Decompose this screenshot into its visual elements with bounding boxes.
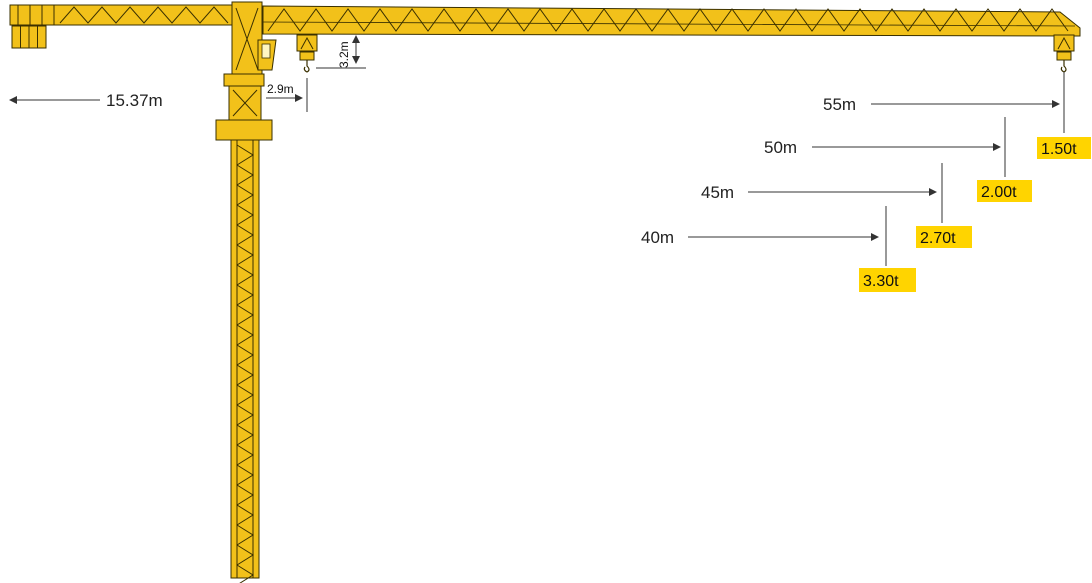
jib-chord [262, 21, 1076, 27]
trolley-offset-label: 2.9m [267, 82, 294, 96]
hook-icon [1060, 60, 1067, 73]
load-badge-bg [977, 180, 1032, 202]
load-value: 1.50t [1041, 141, 1077, 158]
mast-lacing [236, 144, 254, 583]
operator-cab [257, 39, 277, 71]
counterweight [11, 25, 47, 49]
mast-body [230, 139, 260, 579]
mast [230, 139, 260, 583]
jib-lacing [267, 8, 1069, 32]
jib-frame [262, 5, 1081, 37]
load-chart: 55m 1.50t 50m 2.00t 45m 2.70t 40m 3.30t [641, 72, 1091, 292]
trolley-dimensions: 2.9m 3.2m [266, 35, 366, 112]
load-badge-bg [916, 226, 972, 248]
radius-label: 55m [823, 95, 856, 114]
load-row-45m: 45m 2.70t [701, 163, 972, 248]
load-value: 2.70t [920, 230, 956, 247]
load-value: 3.30t [863, 273, 899, 290]
radius-label: 40m [641, 228, 674, 247]
counterjib-lacing [59, 6, 229, 24]
trolley-frame [300, 36, 314, 50]
slewing-unit [215, 1, 273, 141]
crane-structure [9, 1, 1081, 583]
load-row-40m: 40m 3.30t [641, 206, 916, 292]
radius-label: 50m [764, 138, 797, 157]
radius-label: 45m [701, 183, 734, 202]
counterjib-dimension: 15.37m [9, 91, 163, 110]
load-row-55m: 55m 1.50t [823, 72, 1091, 159]
climbing-frame [215, 119, 273, 141]
tower-head-bracing [235, 7, 259, 71]
trolley-frame [1057, 36, 1071, 50]
jib [262, 5, 1081, 37]
cab-window [261, 43, 271, 59]
counterjib [9, 4, 236, 26]
turntable-bracing [232, 89, 258, 117]
trolley-near [296, 34, 318, 73]
slewing-ring [223, 73, 265, 87]
counterjib-length-label: 15.37m [106, 91, 163, 110]
trolley-height-label: 3.2m [337, 41, 351, 68]
load-value: 2.00t [981, 184, 1017, 201]
hook-block [1056, 51, 1072, 61]
trolley-tip [1053, 34, 1075, 73]
load-row-50m: 50m 2.00t [764, 117, 1032, 202]
load-badge-bg [1037, 137, 1091, 159]
load-badge-bg [859, 268, 916, 292]
hook-icon [303, 60, 310, 73]
hook-block [299, 51, 315, 61]
